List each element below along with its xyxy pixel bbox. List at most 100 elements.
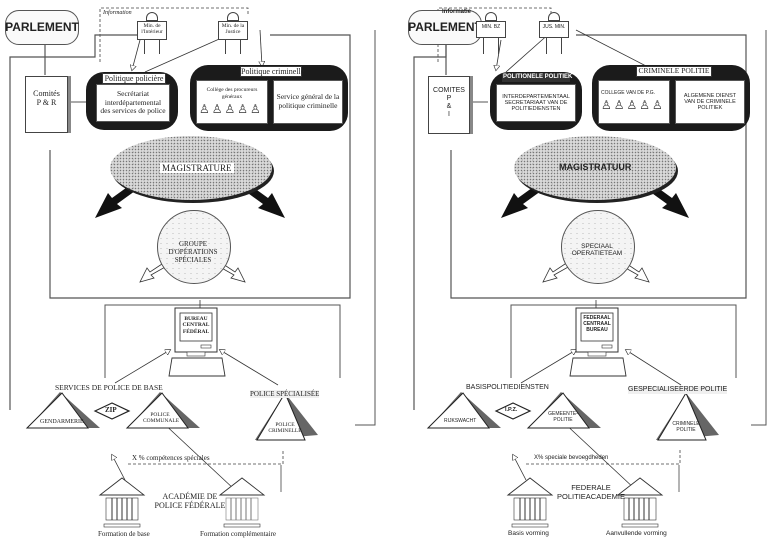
college-label: COLLEGE VAN DE P.G. [601,89,656,96]
academy-building-right-icon [616,477,664,528]
diagram-dutch: PARLEMENT Informatie MIN. BZ JUS. MIN. C… [396,0,772,548]
police-communale-label: POLICE COMMUNALE [143,412,180,425]
gemeentepolitie-label: GEMEENTE- POLITIE [548,411,578,423]
police-criminelle-label: POLICE CRIMINELLE [268,422,302,435]
minister-justice-label: JUS. MIN. [539,21,569,38]
gendarmerie-triangle [25,392,89,429]
basic-training-label: Basis vorming [508,530,549,537]
person-icon [548,12,560,21]
committees-label-1: COMITES [433,87,465,94]
person-icon [146,12,158,21]
prosecutors-icon: ♙♙♙♙♙ [601,98,665,113]
minister-interior-label: Min. de l'Intérieur [137,21,167,40]
criminele-politie-triangle [657,391,707,441]
connector-lines [9,7,376,528]
bureau-line-3: BUREAU [586,326,608,333]
zip-diamond [93,402,131,420]
academy-title-line-1: ACADÉMIE DE [162,492,218,501]
person-icon [485,12,497,21]
prosecutors-icon: ♙♙♙♙♙ [199,101,263,116]
ipz-label: I.P.Z. [505,407,518,413]
minister-justice-figure: Min. de la Justice [218,12,248,54]
information-label: Informatie [442,9,472,15]
committees-label-4: I [448,111,450,119]
information-label: Information [103,10,132,16]
special-ops-line-3: SPÉCIALES [174,256,212,265]
special-ops-label: GROUPE D'OPÉRATIONS SPÉCIALES [160,240,226,264]
parliament-label: PARLEMENT [408,19,482,34]
magistrature-arrow-left-icon [95,185,135,218]
inner-frame-line [450,34,747,299]
college-label: Collège des procureurs généraux [206,87,258,100]
special-ops-line-2: OPERATIETEAM [571,250,623,258]
special-ops-line-1: GROUPE [178,240,207,248]
minister-interior-figure: MIN. BZ [476,12,506,54]
academy-title-line-1: FEDERALE [571,483,611,492]
special-ops-line-2: D'OPÉRATIONS [168,248,218,257]
academy-building-left-icon [506,477,554,528]
academy-title: ACADÉMIE DE POLICE FÉDÉRALE [150,492,230,510]
special-skills-label: X % compétences spéciales [132,454,210,462]
academy-title-line-2: POLICE FÉDÉRALE [154,501,226,511]
computer-icon [569,307,627,377]
basic-police-title: BASISPOLITIEDIENSTEN [466,384,549,391]
gemeentepolitie-triangle [526,392,590,429]
parliament-label: PARLEMENT [5,19,79,34]
bureau-frame-line [104,304,341,378]
magistrature-arrow-right-icon [649,185,689,218]
committees-label-1: Comités [33,89,60,98]
criminal-policy-title: CRIMINELE POLITIE [636,66,712,77]
rijkswacht-triangle [426,392,490,429]
academy-building-left-icon [98,477,146,528]
special-ops-line-1: SPECIAAL [581,243,613,250]
magistrature-arrow-right-icon [245,185,285,218]
minister-justice-figure: JUS. MIN. [539,12,569,54]
skills-dashed-line [526,450,681,465]
person-icon [227,12,239,21]
committees-box: COMITES P & I [428,76,470,134]
police-policy-body: INTERDEPARTEMENTAAL SECRETARIAAT VAN DE … [496,84,576,122]
skills-dashed-line [128,450,284,465]
parliament-box: PARLEMENT [5,10,79,45]
central-bureau-label: FEDERAAL CENTRAAL BUREAU [582,315,612,333]
right-loop-line [751,30,767,426]
criminal-policy-service: Service général de la politique criminel… [273,80,343,124]
connector-lines [413,7,767,528]
rijkswacht-label: RIJKSWACHT [444,418,477,424]
diagram-french: PARLEMENT Information Min. de l'Intérieu… [5,7,376,542]
bureau-line-1: FEDERAAL [583,315,611,321]
bureau-frame-line [510,304,737,378]
college-box: COLLEGE VAN DE P.G. ♙♙♙♙♙ [598,80,670,124]
committees-box: Comités P & R [25,76,68,133]
college-box: Collège des procureurs généraux ♙♙♙♙♙ [196,80,268,124]
academy-title-line-2: POLITIEACADEMIE [557,491,625,501]
specialised-police-title: POLICE SPÉCIALISÉE [250,390,320,399]
minister-justice-label: Min. de la Justice [218,21,248,40]
criminal-policy-title: Politique criminelle [240,66,305,78]
outer-loop-line [9,34,140,410]
police-policy-title: Politique policière [102,73,166,85]
specialised-police-title: GESPECIALISEERDE POLITIE [628,386,728,395]
criminal-policy-service: ALGEMENE DIENST VAN DE CRIMINELE POLITIE… [675,80,745,124]
committees-label-3: & [446,103,452,111]
academy-building-right-icon [218,477,266,528]
further-training-label: Formation complémentaire [200,530,277,538]
committees-label-2: P [446,95,452,103]
committees-label-2: P & R [36,98,57,108]
bureau-line-2: CENTRAL [182,322,210,329]
police-communale-triangle [125,392,189,429]
magistrature-label: MAGISTRATUUR [559,162,632,172]
bureau-line-2: CENTRAAL [583,320,611,327]
police-policy-body: Secrétariat interdépartemental des servi… [96,84,170,122]
special-ops-circle [561,210,635,284]
parliament-box: PARLEMENT [408,10,482,45]
gendarmerie-label: GENDARMERIE [40,419,84,425]
magistrature-label: MAGISTRATURE [160,163,234,174]
basic-training-label: Formation de base [98,530,150,538]
inner-frame-line [49,34,351,299]
magistrature-arrow-left-icon [501,185,541,218]
ipz-diamond [494,402,532,420]
special-skills-label: X% speciale bevoegdheden [534,455,609,461]
right-loop-line [355,30,376,426]
basic-police-title: SERVICES DE POLICE DE BASE [55,383,163,392]
